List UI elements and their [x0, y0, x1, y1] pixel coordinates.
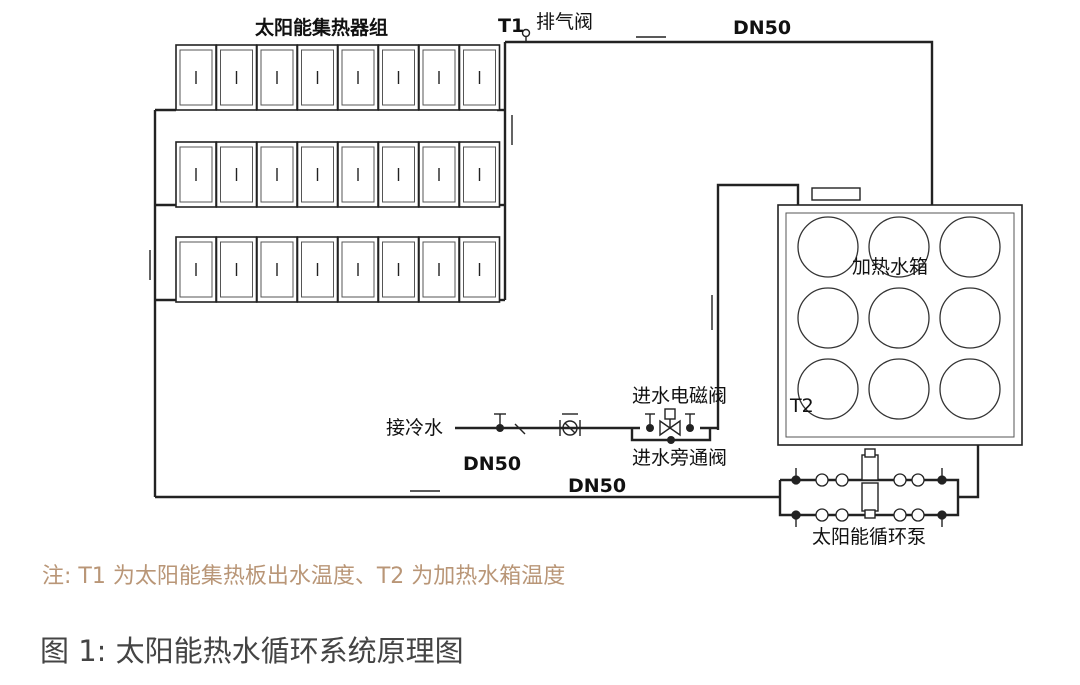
exhaust-valve-icon — [521, 28, 531, 42]
solar-collector-panel — [256, 141, 298, 208]
inlet-bypass-label: 进水旁通阀 — [632, 447, 727, 469]
solar-collector-panel — [256, 44, 298, 111]
solar-collector-panel — [215, 44, 258, 111]
solar-collector-panel — [337, 236, 379, 303]
diagram-note: 注: T1 为太阳能集热板出水温度、T2 为加热水箱温度 — [42, 564, 566, 589]
solar-collector-panel — [256, 236, 298, 303]
inlet-valve-group — [494, 408, 695, 444]
dn50-top-label: DN50 — [733, 17, 791, 39]
solar-collector-panel — [418, 44, 460, 111]
tank-module — [797, 216, 859, 278]
solar-collector-panel — [175, 236, 217, 303]
tank-label: 加热水箱 — [852, 256, 928, 278]
pump-valve — [893, 508, 907, 522]
circulation-pump-group — [778, 448, 960, 527]
solar-collector-panel — [377, 44, 420, 111]
solar-collector-panel — [215, 236, 258, 303]
inlet-solenoid-label: 进水电磁阀 — [632, 385, 727, 407]
collector-group-label: 太阳能集热器组 — [255, 16, 388, 39]
solar-collector-panel — [175, 141, 217, 208]
solar-collector-panel — [296, 141, 339, 208]
tank-module — [868, 287, 930, 349]
exhaust-valve-label: 排气阀 — [536, 11, 593, 33]
tank-module — [868, 216, 930, 278]
pump-valve — [815, 473, 829, 487]
tank-module — [797, 358, 859, 420]
solar-collector-panel — [296, 44, 339, 111]
solar-collector-panel — [296, 236, 339, 303]
tank-module — [939, 358, 1001, 420]
solar-collector-panel — [458, 236, 501, 303]
tank-module — [939, 287, 1001, 349]
solar-collector-panel — [175, 44, 217, 111]
figure-caption: 图 1: 太阳能热水循环系统原理图 — [40, 634, 464, 668]
solar-collector-panel — [377, 141, 420, 208]
t2-label: T2 — [789, 395, 814, 417]
dn50-bottom-label: DN50 — [568, 475, 626, 497]
solar-collector-panel — [215, 141, 258, 208]
solar-collector-panel — [377, 236, 420, 303]
pump-valve — [911, 473, 925, 487]
pump-valve — [835, 473, 849, 487]
pump-label: 太阳能循环泵 — [812, 526, 926, 548]
pump-valve — [835, 508, 849, 522]
solar-collector-group — [175, 44, 501, 303]
tank-module — [939, 216, 1001, 278]
pump-valve — [815, 508, 829, 522]
solar-collector-panel — [458, 44, 501, 111]
solar-collector-panel — [337, 141, 379, 208]
tank-module — [797, 287, 859, 349]
solar-collector-panel — [337, 44, 379, 111]
t1-label: T1 — [498, 15, 524, 37]
solar-collector-panel — [418, 141, 460, 208]
dn50-inlet-label: DN50 — [463, 453, 521, 475]
solar-collector-panel — [418, 236, 460, 303]
pump-valve — [911, 508, 925, 522]
solar-collector-panel — [458, 141, 501, 208]
cold-water-label: 接冷水 — [386, 417, 443, 439]
pump-valve — [893, 473, 907, 487]
tank-module — [868, 358, 930, 420]
heating-tank — [777, 187, 1023, 446]
